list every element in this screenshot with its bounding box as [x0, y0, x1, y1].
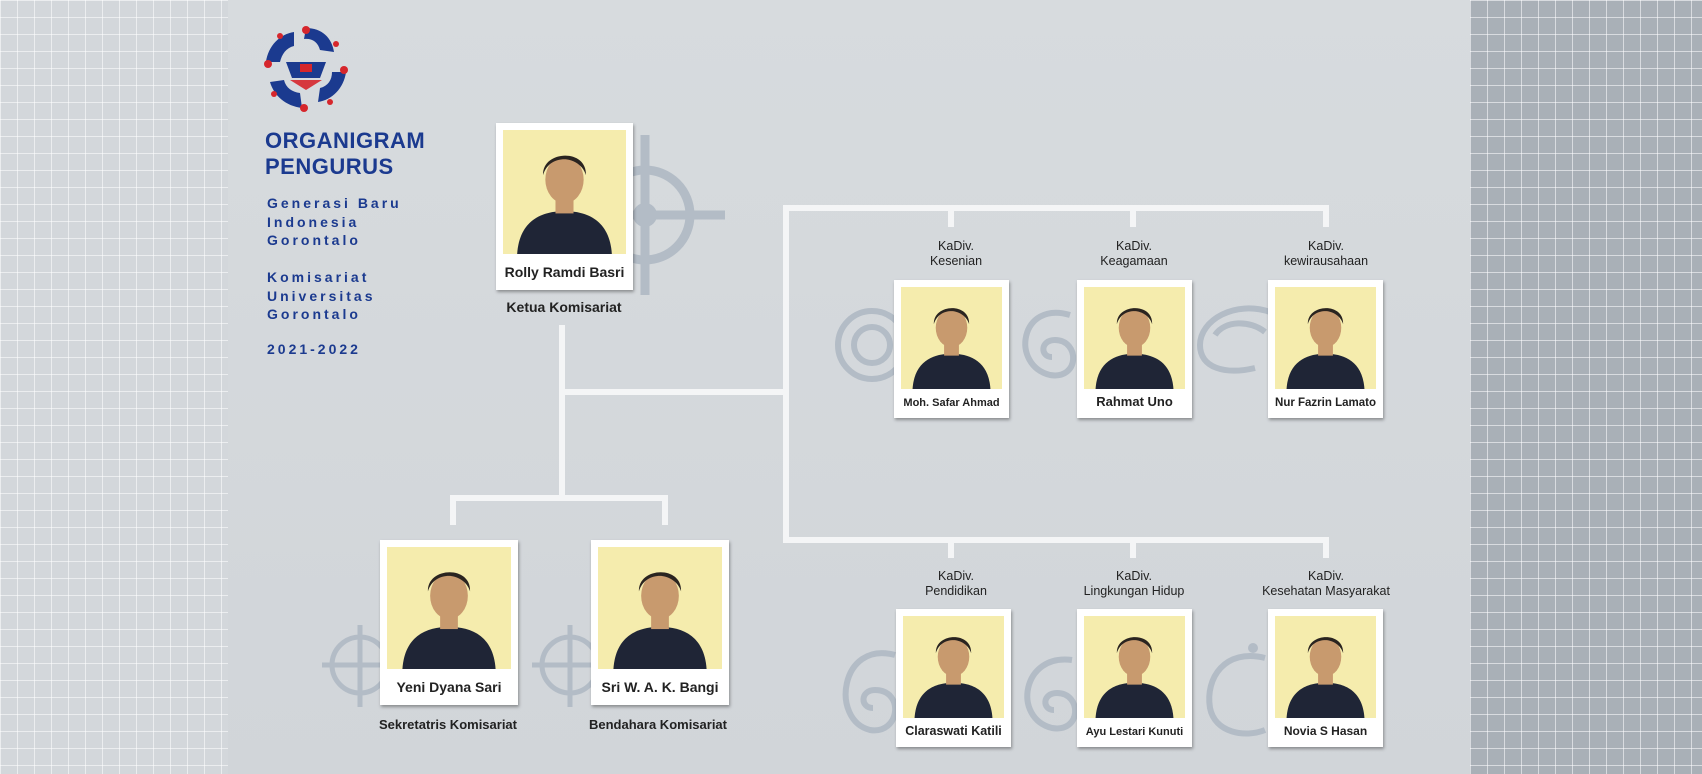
org-line: Indonesia — [267, 213, 360, 230]
member-photo — [1084, 287, 1185, 389]
division-prefix: KaDiv. — [1308, 569, 1344, 583]
division-label: KaDiv. Pendidikan — [866, 569, 1046, 599]
member-photo — [901, 287, 1002, 389]
division-prefix: KaDiv. — [938, 569, 974, 583]
member-photo — [1275, 616, 1376, 718]
unit-line: Komisariat — [267, 269, 370, 285]
member-card-division: Claraswati Katili — [896, 609, 1011, 747]
division-prefix: KaDiv. — [1308, 239, 1344, 253]
member-role: Ketua Komisariat — [506, 299, 622, 315]
title-line: ORGANIGRAM — [265, 128, 426, 153]
member-card-division: Rahmat Uno — [1077, 280, 1192, 418]
member-card-division: Novia S Hasan — [1268, 609, 1383, 747]
member-card-division: Moh. Safar Ahmad — [894, 280, 1009, 418]
person-silhouette-icon — [1286, 308, 1365, 389]
unit-line: Gorontalo — [267, 306, 361, 322]
division-label: KaDiv. Kesehatan Masyarakat — [1236, 569, 1416, 599]
member-name: Claraswati Katili — [905, 724, 1002, 738]
member-photo — [387, 547, 511, 669]
member-role: Sekretatris Komisariat — [378, 717, 517, 732]
member-photo — [503, 130, 626, 254]
unit-line: Universitas — [267, 287, 376, 304]
member-photo — [903, 616, 1004, 718]
compass-ornament-icon — [600, 135, 725, 295]
member-card-division: Ayu Lestari Kunuti — [1077, 609, 1192, 747]
period-label: 2021-2022 — [267, 341, 361, 357]
member-card-treasurer: Sri W. A. K. Bangi — [591, 540, 729, 705]
division-prefix: KaDiv. — [1116, 569, 1152, 583]
member-photo — [1275, 287, 1376, 389]
member-card-secretary: Yeni Dyana Sari — [380, 540, 518, 705]
page-title: ORGANIGRAM PENGURUS — [265, 128, 425, 180]
wave-ornament-icon — [1206, 643, 1267, 737]
person-silhouette-icon — [914, 637, 993, 718]
person-silhouette-icon — [402, 572, 496, 669]
person-silhouette-icon — [517, 155, 612, 254]
member-name: Rahmat Uno — [1096, 394, 1173, 409]
division-label: KaDiv. Lingkungan Hidup — [1044, 569, 1224, 599]
org-line: Gorontalo — [267, 232, 361, 248]
organization-logo-icon — [264, 26, 348, 112]
wave-ornament-icon — [1196, 305, 1271, 374]
swirl-ornament-icon — [1022, 309, 1077, 379]
division-title: Kesenian — [929, 254, 983, 268]
member-card-leader: Rolly Ramdi Basri — [496, 123, 633, 290]
division-title: Kesehatan Masyarakat — [1262, 584, 1390, 598]
division-title: Pendidikan — [925, 584, 987, 598]
member-name: Ayu Lestari Kunuti — [1085, 726, 1184, 738]
member-name: Rolly Ramdi Basri — [504, 264, 625, 280]
division-title: Lingkungan Hidup — [1083, 584, 1185, 598]
org-line: Generasi Baru — [267, 195, 402, 211]
division-label: KaDiv. kewirausahaan — [1236, 239, 1416, 269]
division-label: KaDiv. Kesenian — [866, 239, 1046, 269]
right-grid-background — [1470, 0, 1702, 774]
member-name: Novia S Hasan — [1283, 724, 1368, 738]
member-name: Nur Fazrin Lamato — [1275, 397, 1376, 409]
division-title: Keagamaan — [1100, 254, 1168, 268]
member-name: Sri W. A. K. Bangi — [601, 679, 719, 695]
member-role: Bendahara Komisariat — [589, 717, 727, 732]
division-label: KaDiv. Keagamaan — [1044, 239, 1224, 269]
person-silhouette-icon — [1095, 308, 1174, 389]
organization-name: Generasi Baru Indonesia Gorontalo — [267, 194, 402, 250]
division-title: kewirausahaan — [1283, 254, 1369, 268]
member-card-division: Nur Fazrin Lamato — [1268, 280, 1383, 418]
member-photo — [1084, 616, 1185, 718]
person-silhouette-icon — [912, 308, 991, 389]
person-silhouette-icon — [1286, 637, 1365, 718]
swirl-ornament-icon — [1024, 656, 1079, 732]
swirl-ornament-icon — [842, 650, 899, 734]
member-photo — [598, 547, 722, 669]
title-line: PENGURUS — [265, 154, 394, 179]
person-silhouette-icon — [1095, 637, 1174, 718]
person-silhouette-icon — [613, 572, 707, 669]
division-prefix: KaDiv. — [1116, 239, 1152, 253]
left-grid-background — [0, 0, 228, 774]
unit-name: Komisariat Universitas Gorontalo — [267, 268, 375, 324]
member-name: Yeni Dyana Sari — [396, 679, 502, 695]
member-name: Moh. Safar Ahmad — [903, 397, 1000, 409]
division-prefix: KaDiv. — [938, 239, 974, 253]
